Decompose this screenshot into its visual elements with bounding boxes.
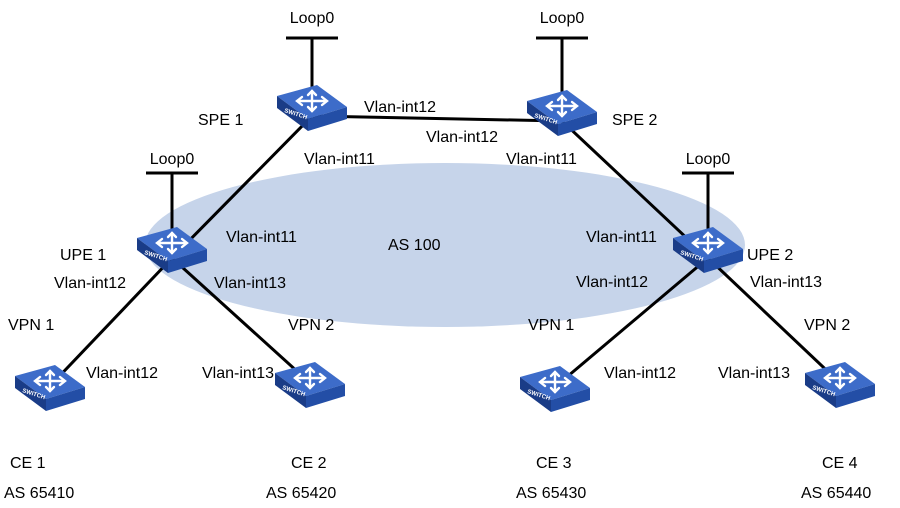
ce3-name: CE 3 — [536, 455, 572, 472]
upe1-name: UPE 1 — [60, 247, 106, 264]
ce4-interface-to-upe2: Vlan-int13 — [718, 365, 790, 382]
ce1-name: CE 1 — [10, 455, 46, 472]
as-100-region — [145, 163, 745, 327]
ce1-interface-to-upe1: Vlan-int12 — [86, 365, 158, 382]
ce1-as: AS 65410 — [4, 485, 74, 502]
upe1-loopback-label: Loop0 — [150, 151, 195, 168]
as-100-label: AS 100 — [388, 237, 441, 254]
ce2-interface-to-upe1: Vlan-int13 — [202, 365, 274, 382]
ce3-switch-icon: SWITCH — [518, 364, 592, 414]
ce1-vpn-label: VPN 1 — [8, 317, 54, 334]
ce1-switch-icon: SWITCH — [13, 363, 87, 413]
ce2-vpn-label: VPN 2 — [288, 317, 334, 334]
upe2-interface-to-ce4: Vlan-int13 — [750, 274, 822, 291]
ce3-as: AS 65430 — [516, 485, 586, 502]
spe1-interface-to-upe1: Vlan-int11 — [304, 151, 375, 168]
link-upe1-ce1 — [48, 256, 174, 388]
spe2-interface-to-upe2: Vlan-int11 — [506, 151, 577, 168]
spe2-switch-icon: SWITCH — [525, 88, 599, 138]
spe1-loopback-label: Loop0 — [290, 10, 335, 27]
upe1-interface-to-ce1: Vlan-int12 — [54, 275, 126, 292]
ce4-switch-icon: SWITCH — [803, 360, 877, 410]
link-upe2-ce4 — [706, 256, 842, 385]
spe1-interface-to-spe2: Vlan-int12 — [364, 99, 436, 116]
upe2-name: UPE 2 — [747, 247, 793, 264]
ce4-vpn-label: VPN 2 — [804, 317, 850, 334]
upe1-interface-to-ce2: Vlan-int13 — [214, 275, 286, 292]
ce2-switch-icon: SWITCH — [273, 360, 347, 410]
spe2-name: SPE 2 — [612, 112, 657, 129]
spe1-switch-icon: SWITCH — [275, 83, 349, 133]
spe2-loopback-label: Loop0 — [540, 10, 585, 27]
upe2-interface-to-ce3: Vlan-int12 — [576, 274, 648, 291]
ce2-name: CE 2 — [291, 455, 327, 472]
spe1-name: SPE 1 — [198, 112, 243, 129]
ce2-as: AS 65420 — [266, 485, 336, 502]
upe2-interface-to-spe2: Vlan-int11 — [586, 229, 657, 246]
link-upe1-ce2 — [170, 256, 312, 385]
ce3-interface-to-upe2: Vlan-int12 — [604, 365, 676, 382]
upe2-loopback-label: Loop0 — [686, 151, 731, 168]
spe2-interface-to-spe1: Vlan-int12 — [426, 129, 498, 146]
link-spe1-spe2 — [311, 114, 563, 123]
ce3-vpn-label: VPN 1 — [528, 317, 574, 334]
ce4-as: AS 65440 — [801, 485, 871, 502]
ce4-name: CE 4 — [822, 455, 858, 472]
link-upe2-ce3 — [554, 256, 709, 389]
link-spe1-upe1 — [170, 114, 314, 260]
upe1-interface-to-spe1: Vlan-int11 — [226, 229, 297, 246]
